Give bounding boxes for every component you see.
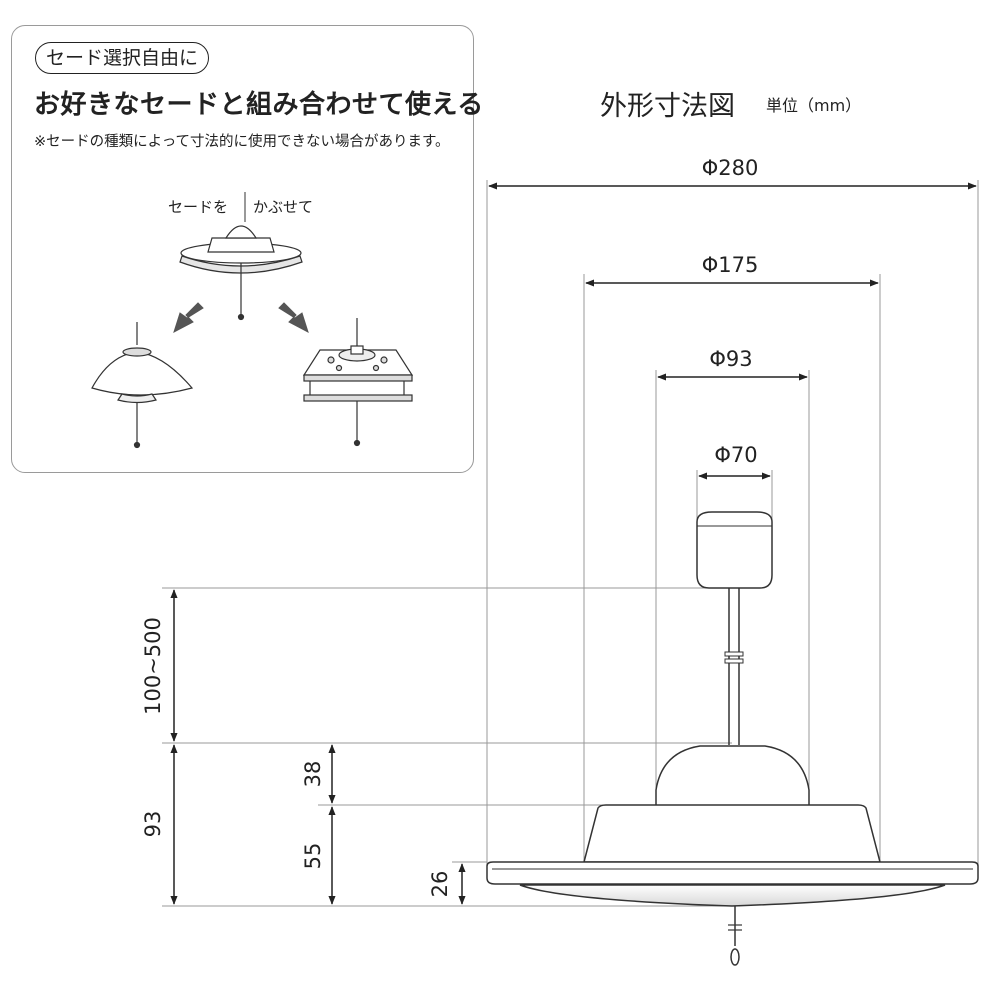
panel-headline: お好きなセードと組み合わせて使える [34, 90, 484, 120]
dome-shade-illustration [91, 322, 194, 449]
dim-label-cord: 100~500 [141, 617, 165, 715]
base-lamp-illustration [179, 225, 303, 321]
extension-lines [162, 180, 979, 907]
rim-plate [486, 861, 979, 885]
dim-label-upper: 38 [301, 761, 325, 788]
dim-label-175: Φ175 [702, 253, 759, 277]
panel-note: ※セードの種類によって寸法的に使用できない場合があります。 [34, 134, 450, 150]
vertical-dimension-lines [170, 589, 466, 905]
arrow-down-left-icon [173, 302, 204, 334]
pendant-light-drawing [486, 511, 979, 966]
ceiling-canopy [696, 511, 773, 589]
cover-label-left: セードを [168, 198, 228, 216]
dim-label-280: Φ280 [702, 156, 759, 180]
unit-label: 単位（mm） [766, 96, 862, 115]
dim-label-93: Φ93 [709, 347, 752, 371]
square-shade-illustration [302, 318, 414, 447]
dim-label-total: 93 [141, 811, 165, 838]
pull-switch [728, 906, 742, 966]
dim-label-lower: 55 [301, 843, 325, 870]
cover-label-right: かぶせて [253, 198, 313, 216]
lower-housing [583, 804, 881, 863]
dimension-labels: Φ280 Φ175 Φ93 Φ70 100~500 93 38 55 26 [141, 156, 758, 897]
hanging-cord [724, 588, 744, 745]
arrow-down-right-icon [278, 302, 309, 334]
dim-label-70: Φ70 [714, 443, 757, 467]
cover-label: セードを かぶせて [168, 192, 313, 222]
upper-dome [655, 745, 810, 807]
horizontal-dimension-lines [488, 182, 977, 480]
dim-label-rim: 26 [428, 871, 452, 898]
diffuser-cover [519, 884, 946, 907]
shade-free-badge: セード選択自由に [35, 42, 210, 74]
diagram-title: 外形寸法図 [600, 91, 735, 122]
